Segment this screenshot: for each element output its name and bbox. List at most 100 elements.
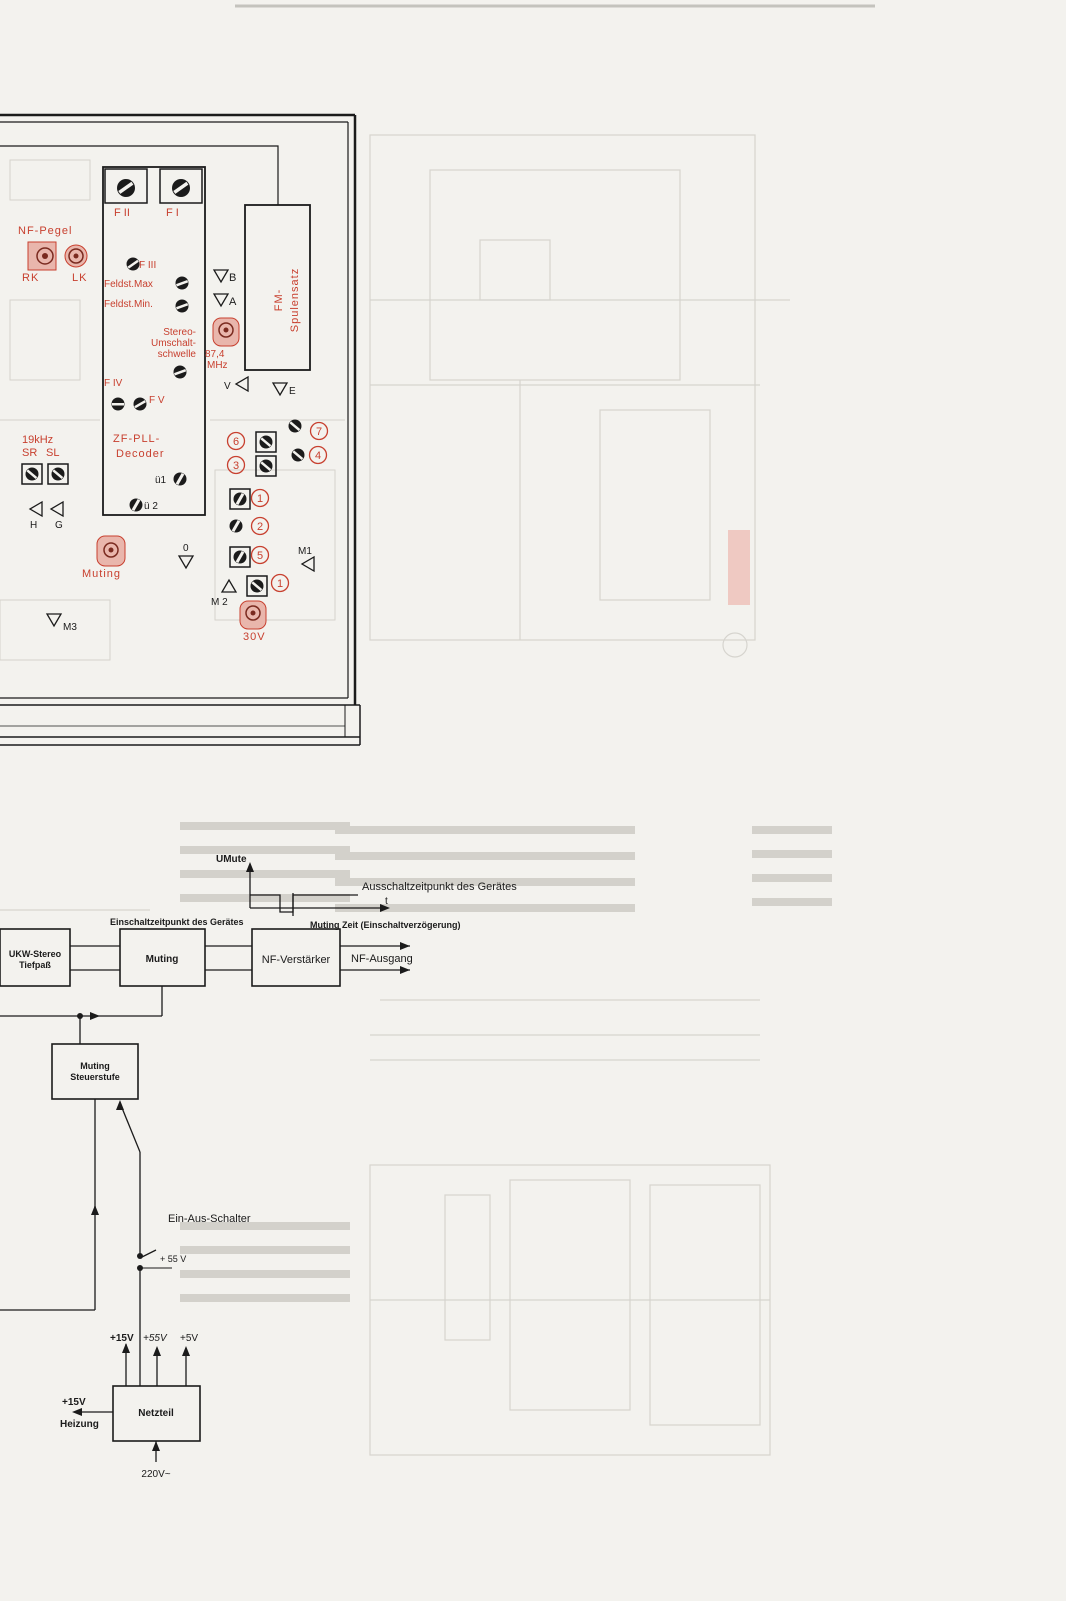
block-diagram-lines bbox=[0, 868, 410, 1462]
screw-sr-boxed bbox=[21, 463, 43, 485]
30v-label: 30V bbox=[243, 631, 266, 643]
a-label: A bbox=[229, 296, 237, 308]
pot-30v bbox=[239, 600, 267, 630]
sl-label: SL bbox=[46, 447, 59, 459]
mhz-unit-label: MHz bbox=[207, 360, 228, 371]
circle-6-label: 6 bbox=[233, 436, 239, 448]
screw-u1 bbox=[173, 472, 187, 486]
tp-m3-marker bbox=[45, 613, 63, 628]
circle-5-label: 5 bbox=[257, 550, 263, 562]
screw-6-boxed bbox=[255, 431, 277, 453]
switch-up-arrow bbox=[116, 1100, 124, 1110]
screw-1-boxed bbox=[229, 488, 251, 510]
e-label: E bbox=[289, 386, 296, 397]
screw-1b-boxed bbox=[246, 575, 268, 597]
circle-3-label: 3 bbox=[233, 460, 239, 472]
nf-out-arrow-2 bbox=[400, 966, 410, 974]
screw-f2 bbox=[117, 179, 135, 197]
circle-2-label: 2 bbox=[257, 521, 263, 533]
nf-verstaerker-label: NF-Verstärker bbox=[262, 954, 331, 966]
feedback-arrow bbox=[90, 1012, 100, 1020]
screw-5-boxed bbox=[229, 546, 251, 568]
potentiometer-pads bbox=[27, 241, 267, 630]
decoder-label: Decoder bbox=[116, 448, 165, 460]
tp-0-marker bbox=[177, 555, 195, 570]
switch-pivot-dot bbox=[137, 1253, 143, 1259]
circle-4 bbox=[308, 445, 328, 465]
rk-label: RK bbox=[22, 272, 39, 284]
circle-7-label: 7 bbox=[316, 426, 322, 438]
pot-874 bbox=[212, 317, 240, 347]
pot-rk bbox=[27, 241, 57, 271]
sr-label: SR bbox=[22, 447, 37, 459]
switch-dot bbox=[137, 1265, 143, 1271]
v-label: V bbox=[224, 381, 231, 392]
tp-m2-marker bbox=[220, 578, 238, 593]
umute-arrow bbox=[246, 862, 254, 872]
muting-steuer-label-1: Muting bbox=[80, 1061, 110, 1071]
umute-label: UMute bbox=[216, 854, 247, 865]
f5-label: F V bbox=[149, 395, 165, 406]
circled-numbers bbox=[226, 421, 329, 593]
heiz-v-label: +15V bbox=[62, 1397, 86, 1408]
rail55-label: +55V bbox=[143, 1333, 168, 1344]
fm-label: FM- bbox=[273, 289, 285, 312]
pot-lk bbox=[64, 244, 88, 268]
u2-label: ü 2 bbox=[144, 501, 158, 512]
junction-dot bbox=[77, 1013, 83, 1019]
screw-u2 bbox=[129, 498, 143, 512]
g-label: G bbox=[55, 520, 63, 531]
muting-zeit-label: Muting Zeit (Einschaltverzögerung) bbox=[310, 920, 461, 930]
bleed-through-background bbox=[0, 4, 875, 1456]
screw-feldst-min bbox=[175, 299, 189, 313]
boxed-screws bbox=[21, 431, 277, 597]
muting-box-label: Muting bbox=[146, 954, 179, 965]
muting-steuer-label-2: Steuerstufe bbox=[70, 1072, 120, 1082]
block-diagram-arrows bbox=[72, 862, 410, 1451]
board-outline bbox=[0, 113, 361, 746]
nf-pegel-label: NF-Pegel bbox=[18, 225, 72, 237]
pot-muting bbox=[96, 535, 126, 567]
h-label: H bbox=[30, 520, 37, 531]
b-label: B bbox=[229, 272, 236, 284]
spulensatz-label: Spulensatz bbox=[289, 268, 301, 332]
feldst-max-label: Feldst.Max bbox=[104, 279, 153, 290]
t-label: t bbox=[385, 896, 388, 907]
mhz-value-label: 87,4 bbox=[205, 349, 225, 360]
lk-label: LK bbox=[72, 272, 87, 284]
screw-f5 bbox=[133, 397, 147, 411]
screw-f4 bbox=[111, 397, 125, 411]
screw-4 bbox=[291, 448, 305, 462]
circle-4-label: 4 bbox=[315, 450, 321, 462]
ausschalt-label: Ausschaltzeitpunkt des Gerätes bbox=[362, 881, 517, 893]
screw-feldst-max bbox=[175, 276, 189, 290]
circle-5 bbox=[250, 545, 270, 565]
ein-aus-label: Ein-Aus-Schalter bbox=[168, 1213, 251, 1225]
circle-2 bbox=[250, 516, 270, 536]
rail5-arrow bbox=[182, 1346, 190, 1356]
circle-1b bbox=[270, 573, 290, 593]
bleed-red-mark bbox=[728, 530, 750, 605]
ukw-label-2: Tiefpaß bbox=[19, 960, 51, 970]
heizung-arrow bbox=[72, 1408, 82, 1416]
f2-label: F II bbox=[114, 207, 130, 219]
screw-sl-boxed bbox=[47, 463, 69, 485]
steuer-up-arrow bbox=[91, 1205, 99, 1215]
screw-7 bbox=[288, 419, 302, 433]
nf-ausgang-label: NF-Ausgang bbox=[351, 953, 413, 965]
screw-f1 bbox=[172, 179, 190, 197]
rail5-label: +5V bbox=[180, 1333, 198, 1344]
board-traces bbox=[0, 159, 345, 661]
m2-label: M 2 bbox=[211, 597, 228, 608]
tp-v-marker bbox=[234, 375, 249, 393]
netzteil-label: Netzteil bbox=[138, 1408, 174, 1419]
zf-pll-label: ZF-PLL- bbox=[113, 433, 160, 445]
f3-label: F III bbox=[139, 260, 156, 271]
ukw-label-1: UKW-Stereo bbox=[9, 949, 62, 959]
circle-3 bbox=[226, 455, 246, 475]
rail55-arrow bbox=[153, 1346, 161, 1356]
tp-g-marker bbox=[49, 500, 64, 518]
tp-m1-marker bbox=[300, 555, 315, 573]
heizung-label: Heizung bbox=[60, 1419, 99, 1430]
